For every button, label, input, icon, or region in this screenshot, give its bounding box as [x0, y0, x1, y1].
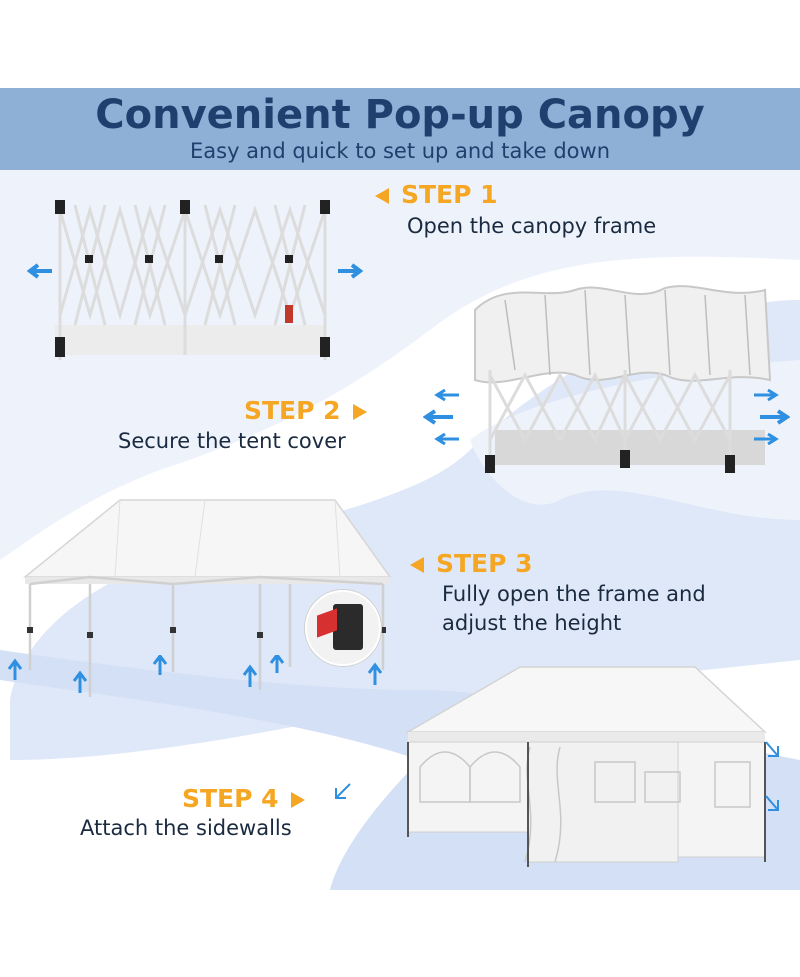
page-title: Convenient Pop-up Canopy	[95, 92, 705, 138]
step3-up-arrows-icon	[7, 655, 383, 693]
step2-label: STEP 2	[244, 396, 367, 425]
step4-right-arrows-icon	[765, 741, 779, 811]
step2-description: Secure the tent cover	[118, 429, 346, 453]
step1-frame-illustration	[55, 200, 330, 360]
adjust-pin-icon	[333, 604, 363, 650]
step4-pointer-icon	[290, 792, 305, 808]
step3-canopy-illustration	[22, 499, 392, 697]
step4-left-arrow-icon	[335, 783, 351, 799]
height-adjust-detail-inset	[305, 590, 381, 666]
step2-arrows-right-icon	[754, 388, 790, 445]
step1-pointer-icon	[375, 188, 389, 204]
step3-description-line2: adjust the height	[442, 611, 622, 635]
step3-label: STEP 3	[410, 549, 533, 578]
step4-label: STEP 4	[182, 784, 305, 813]
step2-cover-illustration	[474, 285, 772, 473]
step1-description: Open the canopy frame	[407, 214, 657, 238]
step3-description-line1: Fully open the frame and	[442, 582, 706, 606]
step3-pointer-icon	[410, 557, 424, 573]
header-banner	[0, 88, 800, 170]
step4-tent-illustration	[405, 666, 767, 867]
expand-right-arrow-icon	[338, 263, 364, 279]
expand-left-arrow-icon	[26, 263, 52, 279]
step2-arrows-left-icon	[423, 388, 459, 445]
step4-description: Attach the sidewalls	[80, 816, 292, 840]
step2-pointer-icon	[352, 404, 367, 420]
step1-label: STEP 1	[375, 180, 498, 209]
page-subtitle: Easy and quick to set up and take down	[189, 139, 611, 163]
